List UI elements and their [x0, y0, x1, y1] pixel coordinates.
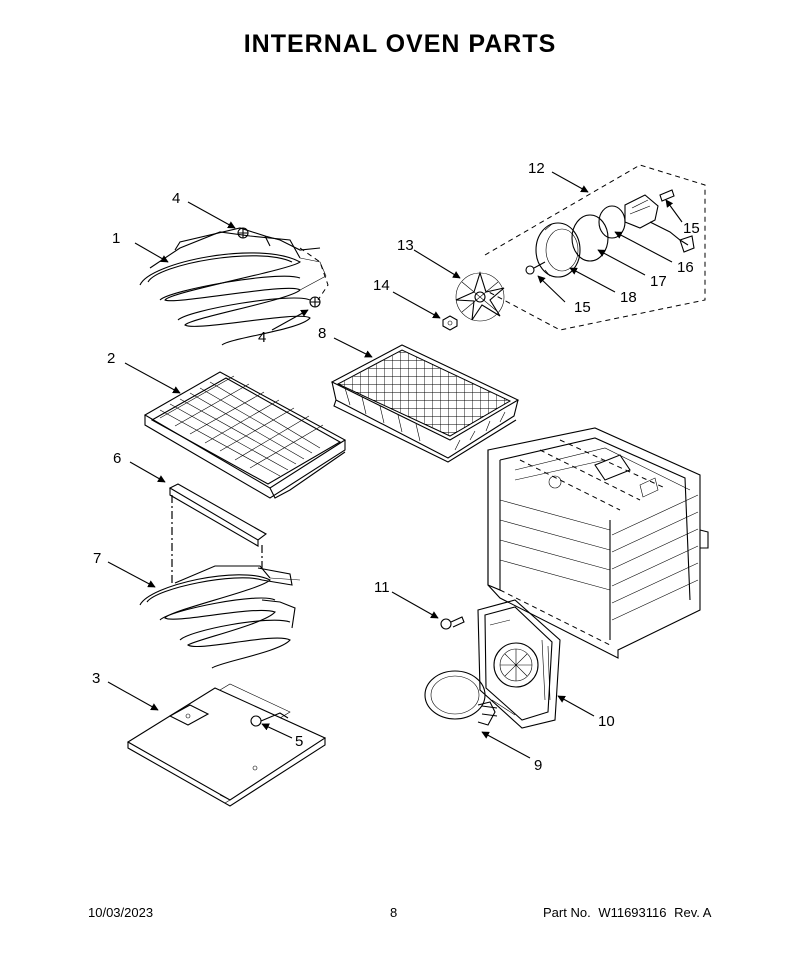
oven-rack — [143, 371, 347, 499]
callout-9: 9 — [534, 757, 542, 774]
element-screw-upper — [237, 227, 249, 239]
callout-14: 14 — [373, 277, 390, 294]
motor-mount-plate — [535, 222, 581, 278]
callout-11: 11 — [374, 579, 390, 596]
footer-date: 10/03/2023 — [88, 905, 154, 920]
element-bracket-bar — [168, 483, 268, 585]
callout-13: 13 — [397, 237, 414, 254]
callout-12: 12 — [528, 160, 545, 177]
convection-baffle — [477, 599, 561, 729]
convection-motor-assembly — [484, 164, 706, 331]
element-screw-lower — [309, 296, 321, 308]
callout-labels: 1 2 3 4 4 5 6 7 8 9 10 11 12 13 14 15 15… — [92, 160, 700, 774]
footer-part-number: Part No. W11693116 Rev. A — [543, 905, 715, 920]
oven-bottom-panel — [126, 683, 327, 807]
motor-insulation-disc — [571, 214, 609, 262]
callout-5: 5 — [295, 733, 303, 750]
callout-16: 16 — [677, 259, 694, 276]
page-title: INTERNAL OVEN PARTS — [243, 30, 557, 58]
callout-3: 3 — [92, 670, 100, 687]
callout-4-lower: 4 — [258, 329, 266, 346]
convection-ring-element — [424, 670, 498, 726]
motor-screw-upper — [659, 189, 675, 202]
cavity-screw — [440, 616, 465, 630]
callout-2: 2 — [107, 350, 115, 367]
callout-1: 1 — [112, 230, 120, 247]
callout-4-upper: 4 — [172, 190, 180, 207]
part-label: Part No. — [543, 905, 591, 920]
motor-screw-lower — [525, 261, 546, 275]
air-fry-basket — [330, 344, 520, 463]
callout-8: 8 — [318, 325, 326, 342]
convection-fan-blade — [455, 271, 505, 322]
bottom-panel-screw — [250, 712, 289, 727]
fan-nut — [442, 315, 458, 331]
callout-leaders — [107, 171, 683, 759]
part-number: W11693116 — [598, 905, 667, 920]
callout-18: 18 — [620, 289, 637, 306]
callout-15-upper: 15 — [683, 220, 700, 237]
callout-10: 10 — [598, 713, 615, 730]
callout-6: 6 — [113, 450, 121, 467]
upper-heating-element — [139, 227, 329, 346]
footer-page-number: 8 — [390, 905, 398, 920]
revision: Rev. A — [674, 905, 712, 920]
oven-cavity — [487, 427, 709, 659]
lower-heating-element — [139, 565, 301, 669]
callout-7: 7 — [93, 550, 101, 567]
callout-15-lower: 15 — [574, 299, 591, 316]
callout-17: 17 — [650, 273, 667, 290]
convection-motor — [624, 194, 695, 253]
